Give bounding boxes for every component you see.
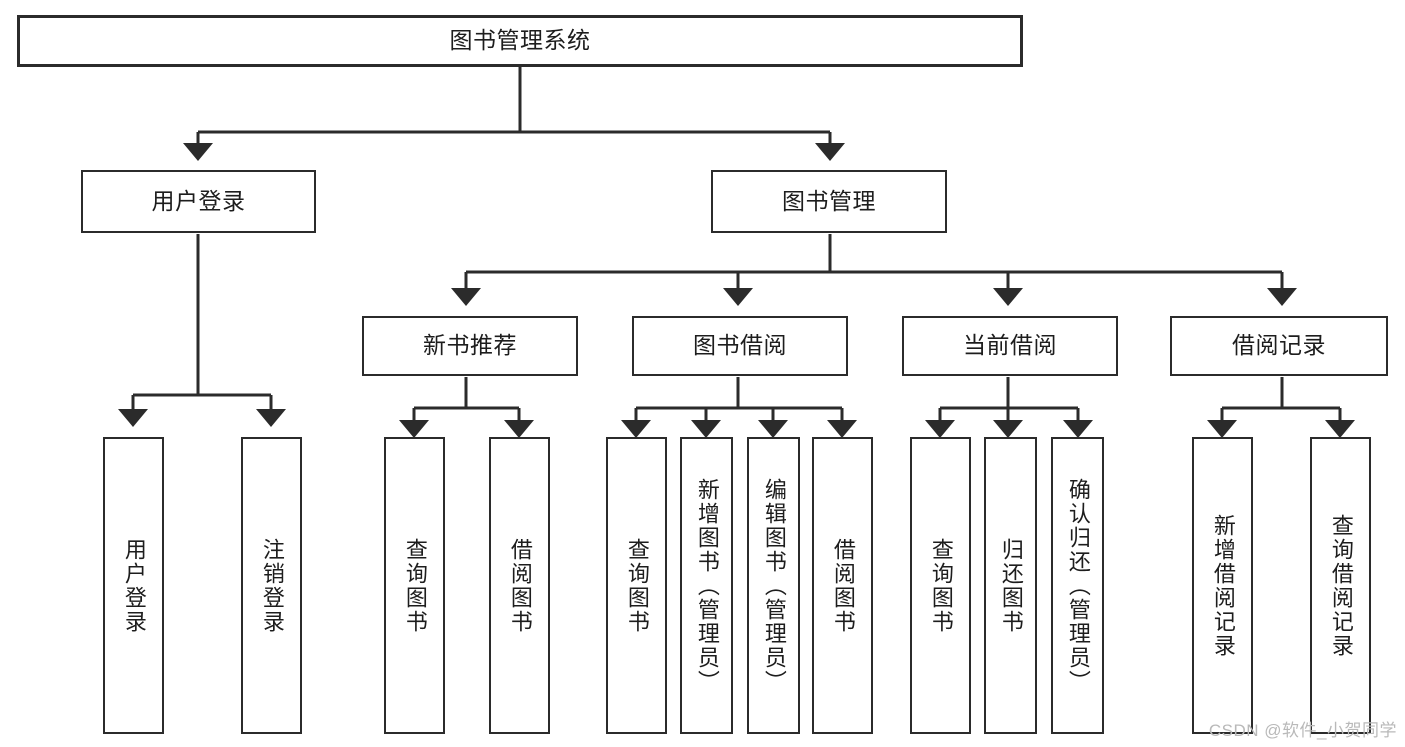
- node-borrow-records[interactable]: 借阅记录: [1170, 316, 1388, 376]
- node-book-borrow-label: 图书借阅: [693, 332, 787, 359]
- leaf-edit-book-admin-label: 编辑图书（管理员）: [761, 477, 787, 694]
- leaf-add-book-admin-label: 新增图书（管理员）: [694, 477, 720, 694]
- leaf-borrow-books-borrow[interactable]: 借阅图书: [812, 437, 873, 734]
- leaf-return-books-label: 归还图书: [998, 537, 1024, 634]
- csdn-watermark: CSDN @软件_小贺同学: [1208, 721, 1397, 740]
- leaf-query-books-recommend-label: 查询图书: [402, 537, 428, 634]
- leaf-user-login-label: 用户登录: [121, 537, 147, 634]
- node-user-login[interactable]: 用户登录: [81, 170, 316, 233]
- node-current-borrow[interactable]: 当前借阅: [902, 316, 1118, 376]
- leaf-borrow-books-recommend-label: 借阅图书: [507, 537, 533, 634]
- leaf-confirm-return-admin-label: 确认归还（管理员）: [1065, 477, 1091, 694]
- leaf-borrow-books-recommend[interactable]: 借阅图书: [489, 437, 550, 734]
- leaf-logout-label: 注销登录: [259, 537, 285, 634]
- leaf-query-books-borrow[interactable]: 查询图书: [606, 437, 667, 734]
- leaf-borrow-books-borrow-label: 借阅图书: [830, 537, 856, 634]
- leaf-add-book-admin[interactable]: 新增图书（管理员）: [680, 437, 733, 734]
- leaf-add-borrow-record[interactable]: 新增借阅记录: [1192, 437, 1253, 734]
- node-current-borrow-label: 当前借阅: [963, 332, 1057, 359]
- node-root-system[interactable]: 图书管理系统: [17, 15, 1023, 67]
- leaf-add-borrow-record-label: 新增借阅记录: [1210, 513, 1236, 658]
- leaf-query-books-borrow-label: 查询图书: [624, 537, 650, 634]
- node-book-management[interactable]: 图书管理: [711, 170, 947, 233]
- leaf-query-borrow-record-label: 查询借阅记录: [1328, 513, 1354, 658]
- leaf-query-books-recommend[interactable]: 查询图书: [384, 437, 445, 734]
- leaf-query-books-current-label: 查询图书: [928, 537, 954, 634]
- node-new-book-recommend-label: 新书推荐: [423, 332, 517, 359]
- leaf-query-borrow-record[interactable]: 查询借阅记录: [1310, 437, 1371, 734]
- leaf-confirm-return-admin[interactable]: 确认归还（管理员）: [1051, 437, 1104, 734]
- leaf-logout[interactable]: 注销登录: [241, 437, 302, 734]
- node-user-login-label: 用户登录: [151, 187, 246, 214]
- node-root-system-label: 图书管理系统: [449, 27, 591, 54]
- node-new-book-recommend[interactable]: 新书推荐: [362, 316, 578, 376]
- node-book-borrow[interactable]: 图书借阅: [632, 316, 848, 376]
- leaf-query-books-current[interactable]: 查询图书: [910, 437, 971, 734]
- node-borrow-records-label: 借阅记录: [1232, 332, 1326, 359]
- node-book-management-label: 图书管理: [782, 187, 876, 214]
- leaf-return-books[interactable]: 归还图书: [984, 437, 1037, 734]
- leaf-edit-book-admin[interactable]: 编辑图书（管理员）: [747, 437, 800, 734]
- leaf-user-login[interactable]: 用户登录: [103, 437, 164, 734]
